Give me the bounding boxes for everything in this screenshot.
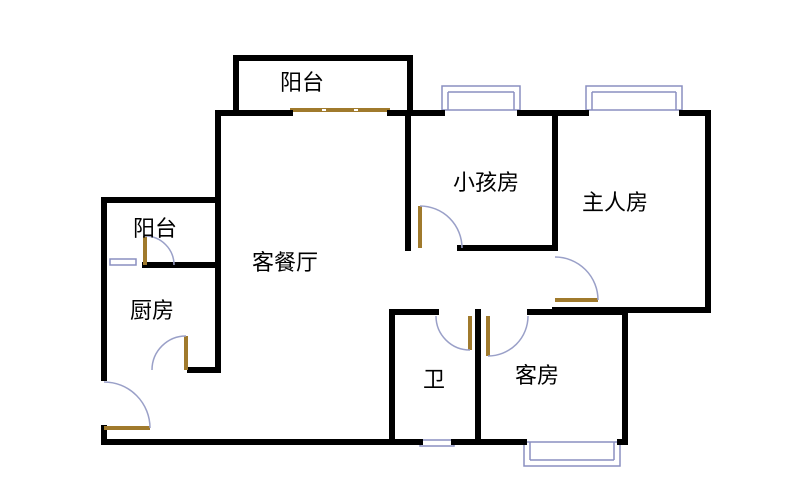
door-balcony-left xyxy=(143,235,175,266)
walls xyxy=(101,55,711,445)
door-bathroom xyxy=(435,315,472,351)
room-label-living-dining: 客餐厅 xyxy=(252,251,318,276)
room-label-kids-room: 小孩房 xyxy=(453,171,519,196)
room-label-master-bedroom: 主人房 xyxy=(582,191,648,216)
door-entrance xyxy=(103,381,151,430)
door-master-bedroom xyxy=(554,256,599,302)
room-label-balcony-top: 阳台 xyxy=(280,71,324,96)
room-label-balcony-left: 阳台 xyxy=(133,217,177,242)
room-labels: 阳台 小孩房 主人房 阳台 客餐厅 厨房 卫 客房 xyxy=(130,71,648,393)
window-kids-room xyxy=(441,85,521,111)
room-label-kitchen: 厨房 xyxy=(130,299,174,324)
door-kids-room xyxy=(418,205,463,249)
room-label-guest-room: 客房 xyxy=(515,364,559,389)
room-label-bathroom: 卫 xyxy=(423,368,445,393)
window-balcony-left xyxy=(109,258,137,266)
door-guest-room xyxy=(486,315,529,357)
window-guest-room xyxy=(523,441,621,467)
window-master-bedroom xyxy=(585,85,683,111)
doors xyxy=(103,205,599,430)
door-kitchen xyxy=(151,335,188,371)
windows xyxy=(109,85,683,467)
window-bathroom xyxy=(419,439,455,447)
